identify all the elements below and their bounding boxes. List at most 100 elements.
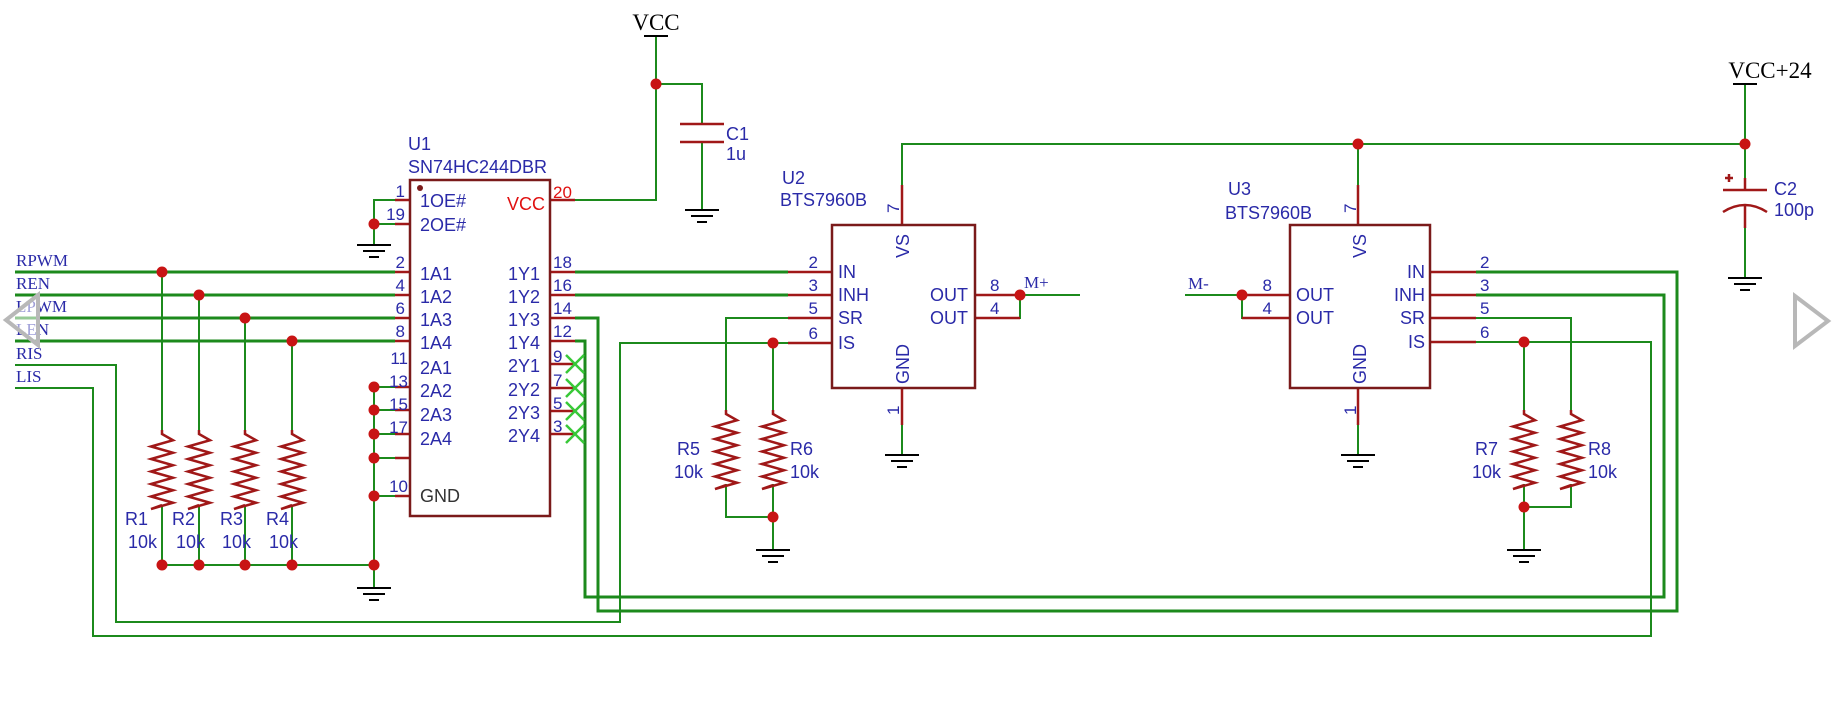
ground-icon bbox=[1728, 277, 1762, 291]
u2-ref: U2 bbox=[782, 168, 805, 188]
u1-pin-num: 3 bbox=[553, 417, 562, 436]
u1-pin-num: 10 bbox=[389, 477, 408, 496]
junction-dot bbox=[193, 559, 205, 571]
resistor-r5-symbol bbox=[710, 410, 742, 491]
ground-icon bbox=[357, 244, 391, 258]
wire-u3-sr bbox=[1476, 317, 1572, 410]
u1-pin-name: VCC bbox=[507, 194, 545, 214]
junction-dot bbox=[1739, 138, 1751, 150]
net-label-rpwm: RPWM bbox=[16, 251, 68, 270]
junction-dot bbox=[368, 381, 380, 393]
u2-body bbox=[830, 223, 977, 390]
r5-value: 10k bbox=[674, 462, 704, 482]
u1-pin-num: 19 bbox=[386, 205, 405, 224]
junction-dot bbox=[1518, 336, 1530, 348]
u1-ref: U1 bbox=[408, 134, 431, 154]
prev-button[interactable] bbox=[0, 285, 48, 355]
r7-value: 10k bbox=[1472, 462, 1502, 482]
u1-pin-num: 18 bbox=[553, 253, 572, 272]
u1-pin-num: 5 bbox=[553, 394, 562, 413]
wire-r5-r6-bot bbox=[725, 484, 774, 518]
no-connect-icon bbox=[565, 401, 585, 421]
u1-pin-name: GND bbox=[420, 486, 460, 506]
resistor-r2-symbol bbox=[183, 430, 215, 511]
u1-pin-num: 1 bbox=[396, 182, 405, 201]
u1-pin-name: 1Y1 bbox=[508, 264, 540, 284]
junction-dot bbox=[368, 404, 380, 416]
c2-ref: C2 bbox=[1774, 179, 1797, 199]
next-button[interactable] bbox=[1785, 285, 1833, 355]
r4-value: 10k bbox=[269, 532, 299, 552]
wires bbox=[15, 36, 1746, 637]
u2-pin-name: SR bbox=[838, 308, 863, 328]
chevron-right-icon bbox=[1793, 291, 1832, 351]
u1-pin-name: 1A4 bbox=[420, 333, 452, 353]
u3-pin-num: 8 bbox=[1263, 276, 1272, 295]
u1-pin-num: 6 bbox=[396, 299, 405, 318]
junction-dot bbox=[1352, 138, 1364, 150]
u1-pin-num: 2 bbox=[396, 253, 405, 272]
u2-pin-num: 1 bbox=[884, 406, 903, 415]
no-connect-icon bbox=[565, 424, 585, 444]
ground-icon bbox=[1341, 454, 1375, 468]
u3-part: BTS7960B bbox=[1225, 203, 1312, 223]
r2-value: 10k bbox=[176, 532, 206, 552]
u1-pin-name: 2Y2 bbox=[508, 380, 540, 400]
resistor-r1-symbol bbox=[146, 430, 178, 511]
net-label-lis: LIS bbox=[16, 367, 42, 386]
r3-value: 10k bbox=[222, 532, 252, 552]
c1-symbol bbox=[680, 122, 724, 144]
junction-dot bbox=[156, 266, 168, 278]
u2-pin-num: 2 bbox=[809, 253, 818, 272]
u3-pin-num: 4 bbox=[1263, 299, 1272, 318]
junction-dot bbox=[286, 335, 298, 347]
u1-pin-num: 7 bbox=[553, 371, 562, 390]
net-label-ren: REN bbox=[16, 274, 50, 293]
u2-pin-num: 3 bbox=[809, 276, 818, 295]
u3-pin-num: 5 bbox=[1480, 299, 1489, 318]
wire-u2-sr bbox=[725, 317, 788, 410]
wire-ris bbox=[15, 342, 773, 623]
u1-pin-name: 2Y1 bbox=[508, 356, 540, 376]
r5-ref: R5 bbox=[677, 439, 700, 459]
ground-icon bbox=[1507, 549, 1541, 563]
net-label-mminus: M- bbox=[1188, 274, 1209, 293]
u3-pin-name: OUT bbox=[1296, 308, 1334, 328]
u2-pin-name: OUT bbox=[930, 285, 968, 305]
r4-ref: R4 bbox=[266, 509, 289, 529]
r1-value: 10k bbox=[128, 532, 158, 552]
wire-c1-top bbox=[656, 83, 703, 124]
wire-1y4-u3-inh bbox=[575, 293, 1666, 599]
junction-dot bbox=[767, 511, 779, 523]
u2-pin-name: IS bbox=[838, 333, 855, 353]
resistor-r4-symbol bbox=[276, 430, 308, 511]
junction-dot bbox=[368, 428, 380, 440]
u1-pin-name: 2Y4 bbox=[508, 426, 540, 446]
no-connect-icon bbox=[565, 354, 585, 374]
net-label-mplus: M+ bbox=[1024, 273, 1049, 292]
resistors bbox=[146, 410, 1587, 511]
u1-pin-name: 1A1 bbox=[420, 264, 452, 284]
u1-pin-name: 2A2 bbox=[420, 381, 452, 401]
u1-body bbox=[408, 178, 552, 518]
u1-pin-name: 1Y4 bbox=[508, 333, 540, 353]
c1-value: 1u bbox=[726, 144, 746, 164]
wire-lis bbox=[15, 341, 1652, 637]
u2-pin-name: OUT bbox=[930, 308, 968, 328]
junction-dot bbox=[1236, 289, 1248, 301]
u2-pin-num: 8 bbox=[990, 276, 999, 295]
u1-pin-name: 1A2 bbox=[420, 287, 452, 307]
r6-ref: R6 bbox=[790, 439, 813, 459]
u3-pin-num: 6 bbox=[1480, 323, 1489, 342]
u1-pin-num: 8 bbox=[396, 322, 405, 341]
junction-dot bbox=[156, 559, 168, 571]
ground-icon bbox=[357, 587, 391, 601]
u1-pin-num: 16 bbox=[553, 276, 572, 295]
junction-dot bbox=[368, 452, 380, 464]
u2-pin-name: VS bbox=[893, 234, 913, 258]
u3-pin-num: 7 bbox=[1341, 204, 1360, 213]
junction-dots bbox=[156, 78, 1751, 571]
u1-pin-name: 1Y2 bbox=[508, 287, 540, 307]
u2-pin-num: 6 bbox=[809, 324, 818, 343]
